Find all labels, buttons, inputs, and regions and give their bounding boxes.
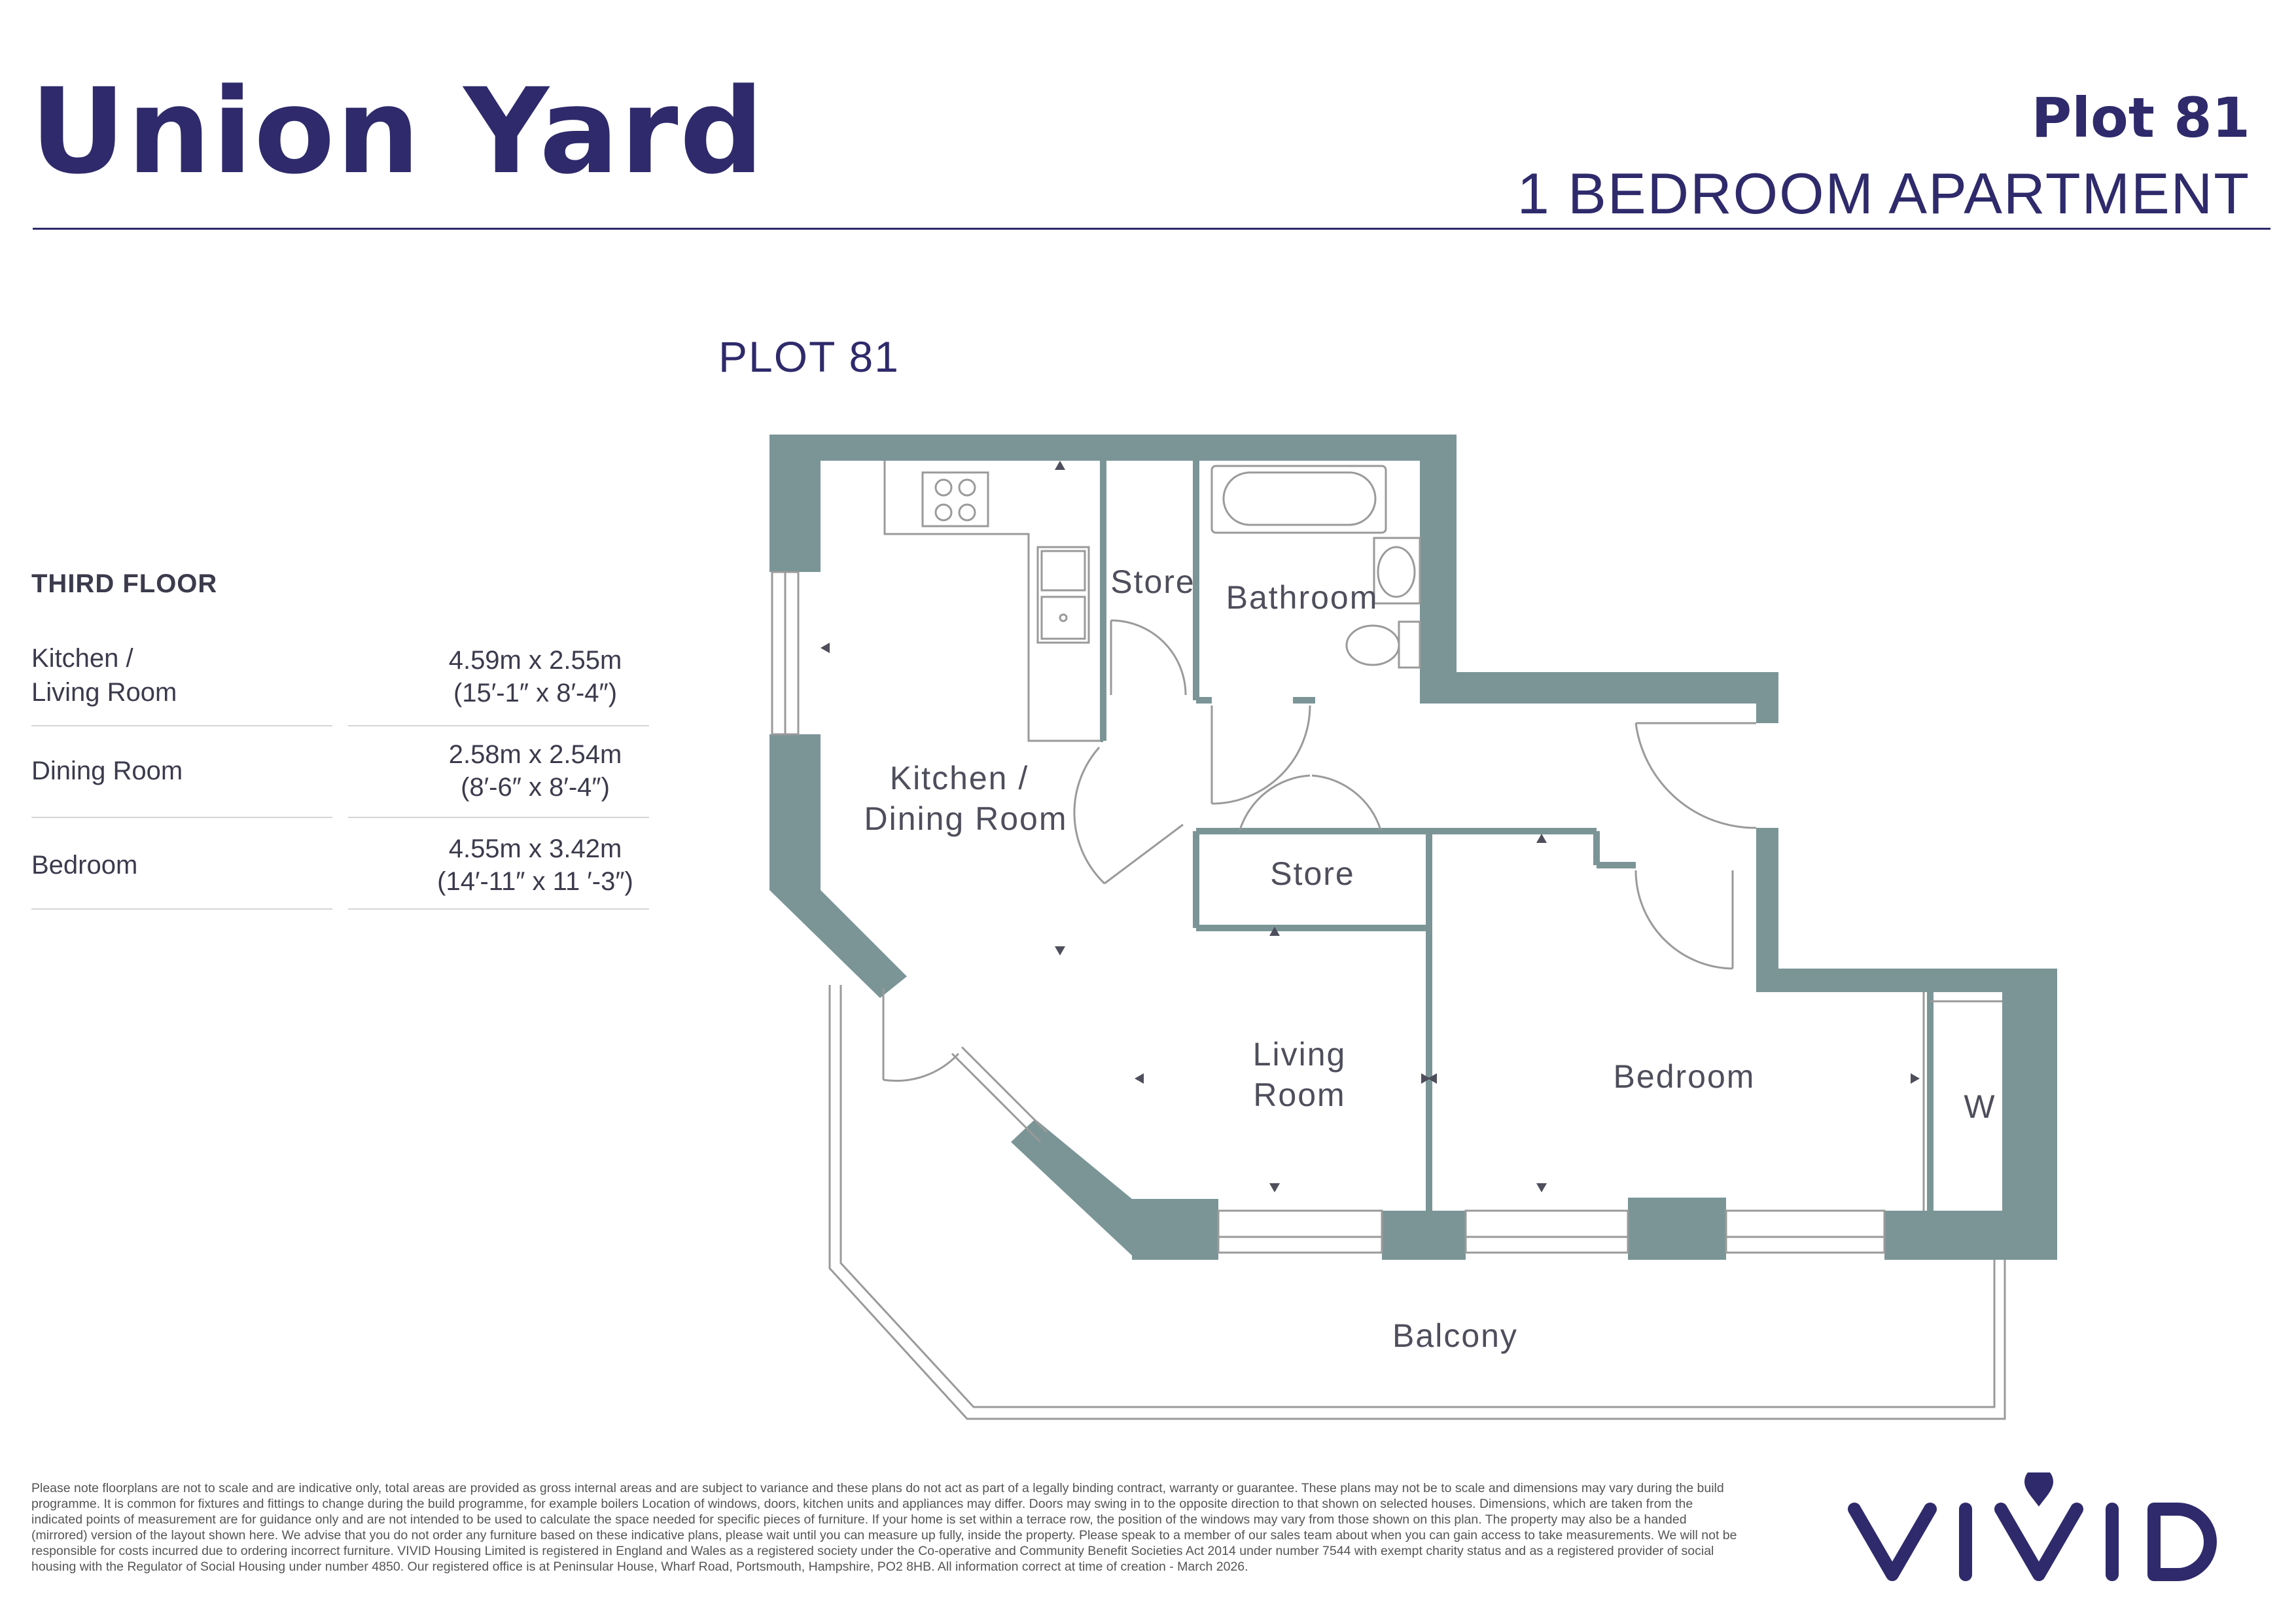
plot-number-heading: Plot 81: [2031, 86, 2250, 150]
room-dimensions-imperial: (14′-11″ x 11 ′-3″): [437, 867, 633, 896]
label-store-2: Store: [1270, 855, 1355, 892]
logo-drop-icon: [2024, 1472, 2053, 1507]
apartment-type: 1 BEDROOM APARTMENT: [1517, 161, 2250, 226]
room-name: Bedroom: [31, 851, 138, 880]
walls: [769, 435, 2057, 1260]
label-store-1: Store: [1110, 563, 1195, 600]
schedule-row-dining: Dining Room 2.58m x 2.54m (8′-6″ x 8′-4″…: [31, 726, 650, 818]
label-living-1: Living: [1253, 1036, 1347, 1073]
door-swings: [882, 619, 1757, 1082]
disclaimer-text: Please note floorplans are not to scale …: [31, 1481, 1737, 1574]
bathroom-fixtures: [1210, 465, 1421, 669]
row-divider: [31, 725, 332, 726]
room-dimensions-metric: 4.59m x 2.55m: [448, 646, 622, 675]
left-window: [771, 571, 800, 736]
label-wardrobe: W: [1964, 1088, 1996, 1125]
kitchen-counter: [883, 461, 1101, 742]
room-dimensions-imperial: (8′-6″ x 8′-4″): [461, 773, 610, 802]
measurement-markers: [821, 461, 1920, 1192]
header-divider: [33, 228, 2270, 230]
label-living-2: Room: [1253, 1077, 1345, 1113]
schedule-row-bedroom: Bedroom 4.55m x 3.42m (14′-11″ x 11 ′-3″…: [31, 818, 650, 910]
room-dimensions-imperial: (15′-1″ x 8′-4″): [453, 679, 618, 707]
plan-plot-label: PLOT 81: [718, 332, 900, 381]
vivid-logo: [1848, 1472, 2217, 1581]
partitions: [1100, 461, 1934, 1212]
row-divider: [348, 908, 649, 910]
room-labels: Store Bathroom Kitchen / Dining Room Sto…: [864, 563, 1996, 1354]
balcony-outline: [828, 985, 2006, 1420]
room-name: Dining Room: [31, 757, 183, 785]
label-balcony: Balcony: [1392, 1317, 1518, 1354]
row-divider: [348, 817, 649, 818]
row-divider: [31, 817, 332, 818]
room-dimensions-metric: 2.58m x 2.54m: [448, 740, 622, 769]
label-bedroom: Bedroom: [1614, 1058, 1756, 1095]
label-kitchen-1: Kitchen /: [890, 760, 1029, 796]
label-kitchen-2: Dining Room: [864, 800, 1067, 837]
wardrobe: [1922, 992, 2002, 1211]
room-dimensions-metric: 4.55m x 3.42m: [448, 834, 622, 863]
room-name: Kitchen / Living Room: [31, 644, 177, 707]
row-divider: [31, 908, 332, 910]
schedule-row-kitchen-living: Kitchen / Living Room 4.59m x 2.55m (15′…: [31, 635, 650, 726]
development-title: Union Yard: [30, 63, 766, 200]
floor-label: THIRD FLOOR: [31, 569, 218, 598]
bottom-windows: [951, 1046, 1886, 1254]
label-bathroom: Bathroom: [1226, 579, 1379, 616]
row-divider: [348, 725, 649, 726]
